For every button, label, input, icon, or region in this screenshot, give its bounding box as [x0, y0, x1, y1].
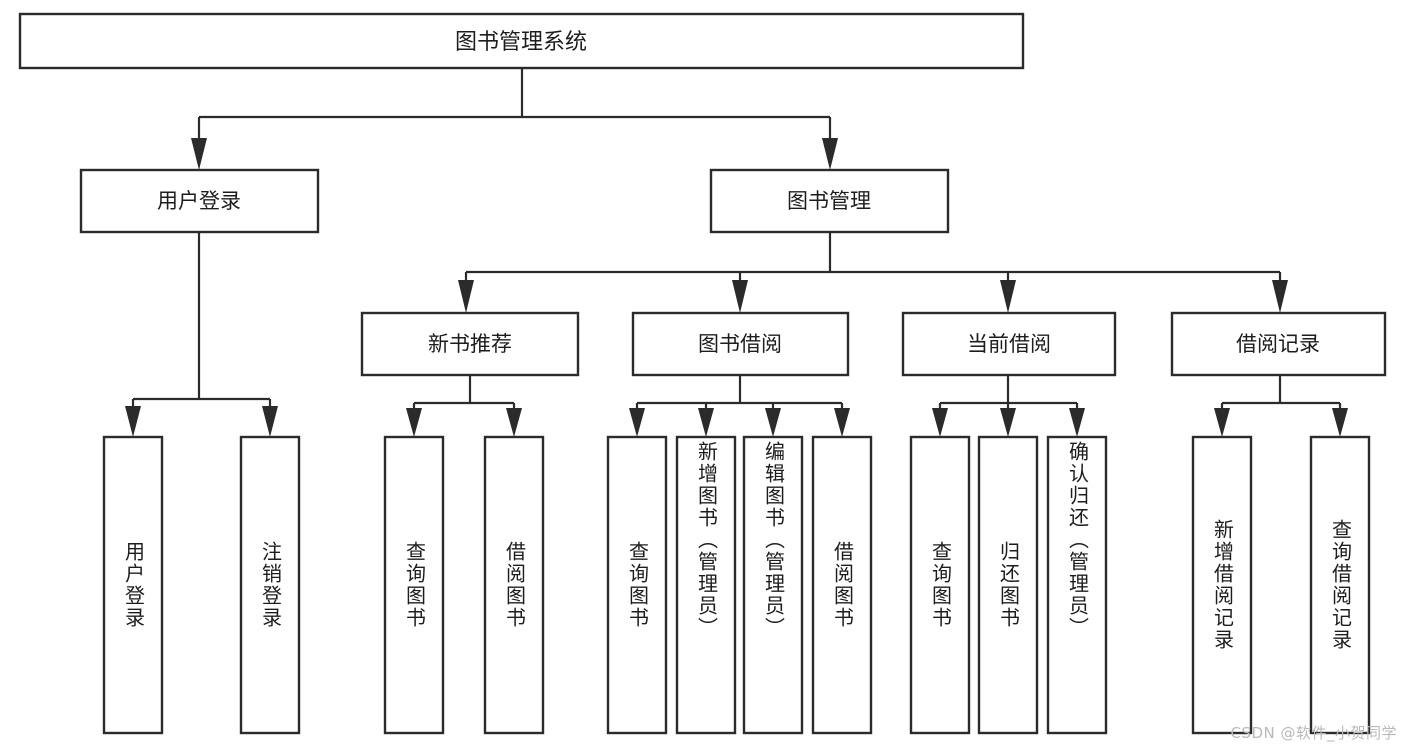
arrowhead-leaf-confirm-return	[1069, 408, 1085, 437]
arrowhead-borrow-record	[1272, 280, 1288, 313]
leaf-borrow-book-2-rect[interactable]	[811, 435, 873, 735]
leaf-logout-rect[interactable]	[239, 435, 301, 735]
node-borrow-record-label: 借阅记录	[1236, 332, 1320, 356]
arrowhead-book-management	[822, 138, 838, 170]
node-user-login[interactable]: 用户登录	[79, 168, 320, 234]
arrowhead-leaf-query-book-1	[406, 408, 422, 437]
node-new-book-recommend[interactable]: 新书推荐	[360, 311, 580, 377]
node-book-management-label: 图书管理	[787, 189, 871, 213]
node-book-borrow[interactable]: 图书借阅	[631, 311, 850, 377]
arrowhead-leaf-query-book-3	[932, 408, 948, 437]
watermark-text: CSDN @软件_小贺同学	[1230, 724, 1397, 742]
leaf-add-book-rect[interactable]	[675, 435, 737, 735]
node-root[interactable]: 图书管理系统	[18, 12, 1025, 70]
leaf-query-book-3-rect[interactable]	[909, 435, 971, 735]
node-book-management-rect[interactable]	[709, 168, 950, 234]
node-borrow-record-rect[interactable]	[1170, 311, 1387, 377]
node-current-borrow-label: 当前借阅	[967, 332, 1051, 356]
node-root-rect[interactable]	[18, 12, 1025, 70]
leaf-edit-book-rect[interactable]	[742, 435, 804, 735]
arrowhead-leaf-borrow-book-1	[506, 408, 522, 437]
leaf-confirm-return-rect[interactable]	[1046, 435, 1108, 735]
arrowhead-leaf-user-login	[125, 406, 141, 437]
leaf-box-group	[102, 435, 1371, 735]
arrowhead-leaf-logout	[262, 406, 278, 437]
connector-group	[125, 68, 1348, 437]
node-current-borrow-rect[interactable]	[901, 311, 1117, 377]
leaf-return-book-rect[interactable]	[977, 435, 1039, 735]
arrowhead-leaf-add-record	[1214, 408, 1230, 437]
node-book-management[interactable]: 图书管理	[709, 168, 950, 234]
arrowhead-new-book-recommend	[458, 280, 474, 313]
node-borrow-record[interactable]: 借阅记录	[1170, 311, 1387, 377]
leaf-query-book-1-rect[interactable]	[383, 435, 445, 735]
leaf-query-record-rect[interactable]	[1309, 435, 1371, 735]
arrowhead-leaf-query-book-2	[629, 408, 645, 437]
arrowhead-leaf-add-book	[698, 408, 714, 437]
leaf-borrow-book-1-rect[interactable]	[483, 435, 545, 735]
leaf-query-book-2-rect[interactable]	[606, 435, 668, 735]
arrowhead-user-login	[191, 138, 207, 170]
leaf-add-record-rect[interactable]	[1191, 435, 1253, 735]
node-book-borrow-rect[interactable]	[631, 311, 850, 377]
arrowhead-leaf-return-book	[1000, 408, 1016, 437]
node-book-borrow-label: 图书借阅	[698, 332, 782, 356]
arrowhead-leaf-edit-book	[765, 408, 781, 437]
node-user-login-rect[interactable]	[79, 168, 320, 234]
arrowhead-current-borrow	[1000, 280, 1016, 313]
arrowhead-leaf-query-record	[1332, 408, 1348, 437]
node-root-label: 图书管理系统	[455, 30, 587, 55]
node-user-login-label: 用户登录	[157, 189, 241, 213]
node-new-book-recommend-label: 新书推荐	[428, 332, 512, 356]
arrowhead-leaf-borrow-book-2	[834, 408, 850, 437]
arrowhead-book-borrow	[732, 280, 748, 313]
node-current-borrow[interactable]: 当前借阅	[901, 311, 1117, 377]
leaf-user-login-rect[interactable]	[102, 435, 164, 735]
node-new-book-recommend-rect[interactable]	[360, 311, 580, 377]
